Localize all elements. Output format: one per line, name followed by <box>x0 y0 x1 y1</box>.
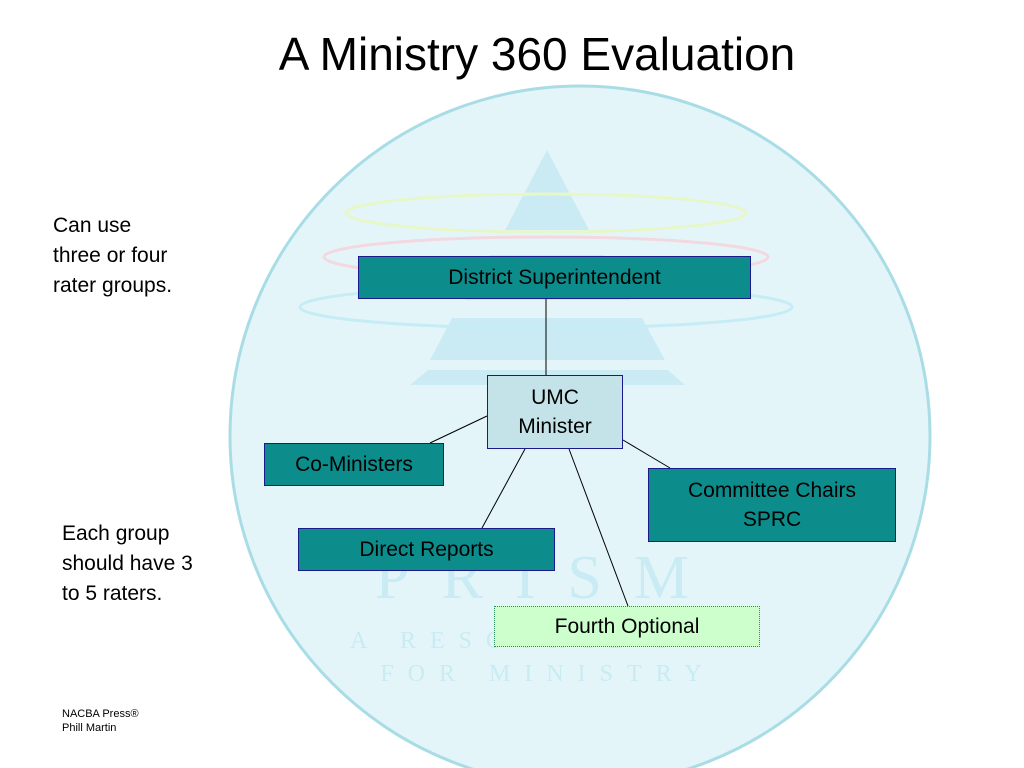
slide-title: A Ministry 360 Evaluation <box>278 28 796 80</box>
district-superintendent-label: District Superintendent <box>448 266 661 289</box>
co-ministers-box: Co-Ministers <box>264 443 444 486</box>
direct-reports-label: Direct Reports <box>359 538 494 561</box>
fourth-optional-label: Fourth Optional <box>554 615 700 638</box>
co-ministers-label: Co-Ministers <box>295 453 413 476</box>
fourth-optional-box: Fourth Optional <box>494 606 760 647</box>
umc-minister-label: UMC Minister <box>518 386 592 438</box>
connector-umc-fo <box>568 448 629 607</box>
note-raters-per-group: Each group should have 3 to 5 raters. <box>62 519 237 609</box>
footer-author: Phill Martin <box>62 722 117 734</box>
connector-umc-dr <box>481 448 526 529</box>
district-superintendent-box: District Superintendent <box>358 256 751 299</box>
footer-credit: NACBA Press® Phill Martin <box>62 707 139 735</box>
umc-minister-box: UMC Minister <box>487 375 623 449</box>
footer-publisher: NACBA Press® <box>62 708 139 720</box>
note-rater-groups-text: Can use three or four rater groups. <box>53 214 173 297</box>
note-rater-groups: Can use three or four rater groups. <box>53 211 213 301</box>
direct-reports-box: Direct Reports <box>298 528 555 571</box>
committee-chairs-box: Committee Chairs SPRC <box>648 468 896 542</box>
note-raters-per-group-text: Each group should have 3 to 5 raters. <box>62 522 193 605</box>
connector-lines <box>429 299 671 607</box>
connector-umc-co <box>429 415 488 444</box>
connector-umc-cc <box>622 439 671 469</box>
committee-chairs-label: Committee Chairs SPRC <box>687 479 857 531</box>
prism-tagline-line2: FOR MINISTRY <box>380 661 715 687</box>
